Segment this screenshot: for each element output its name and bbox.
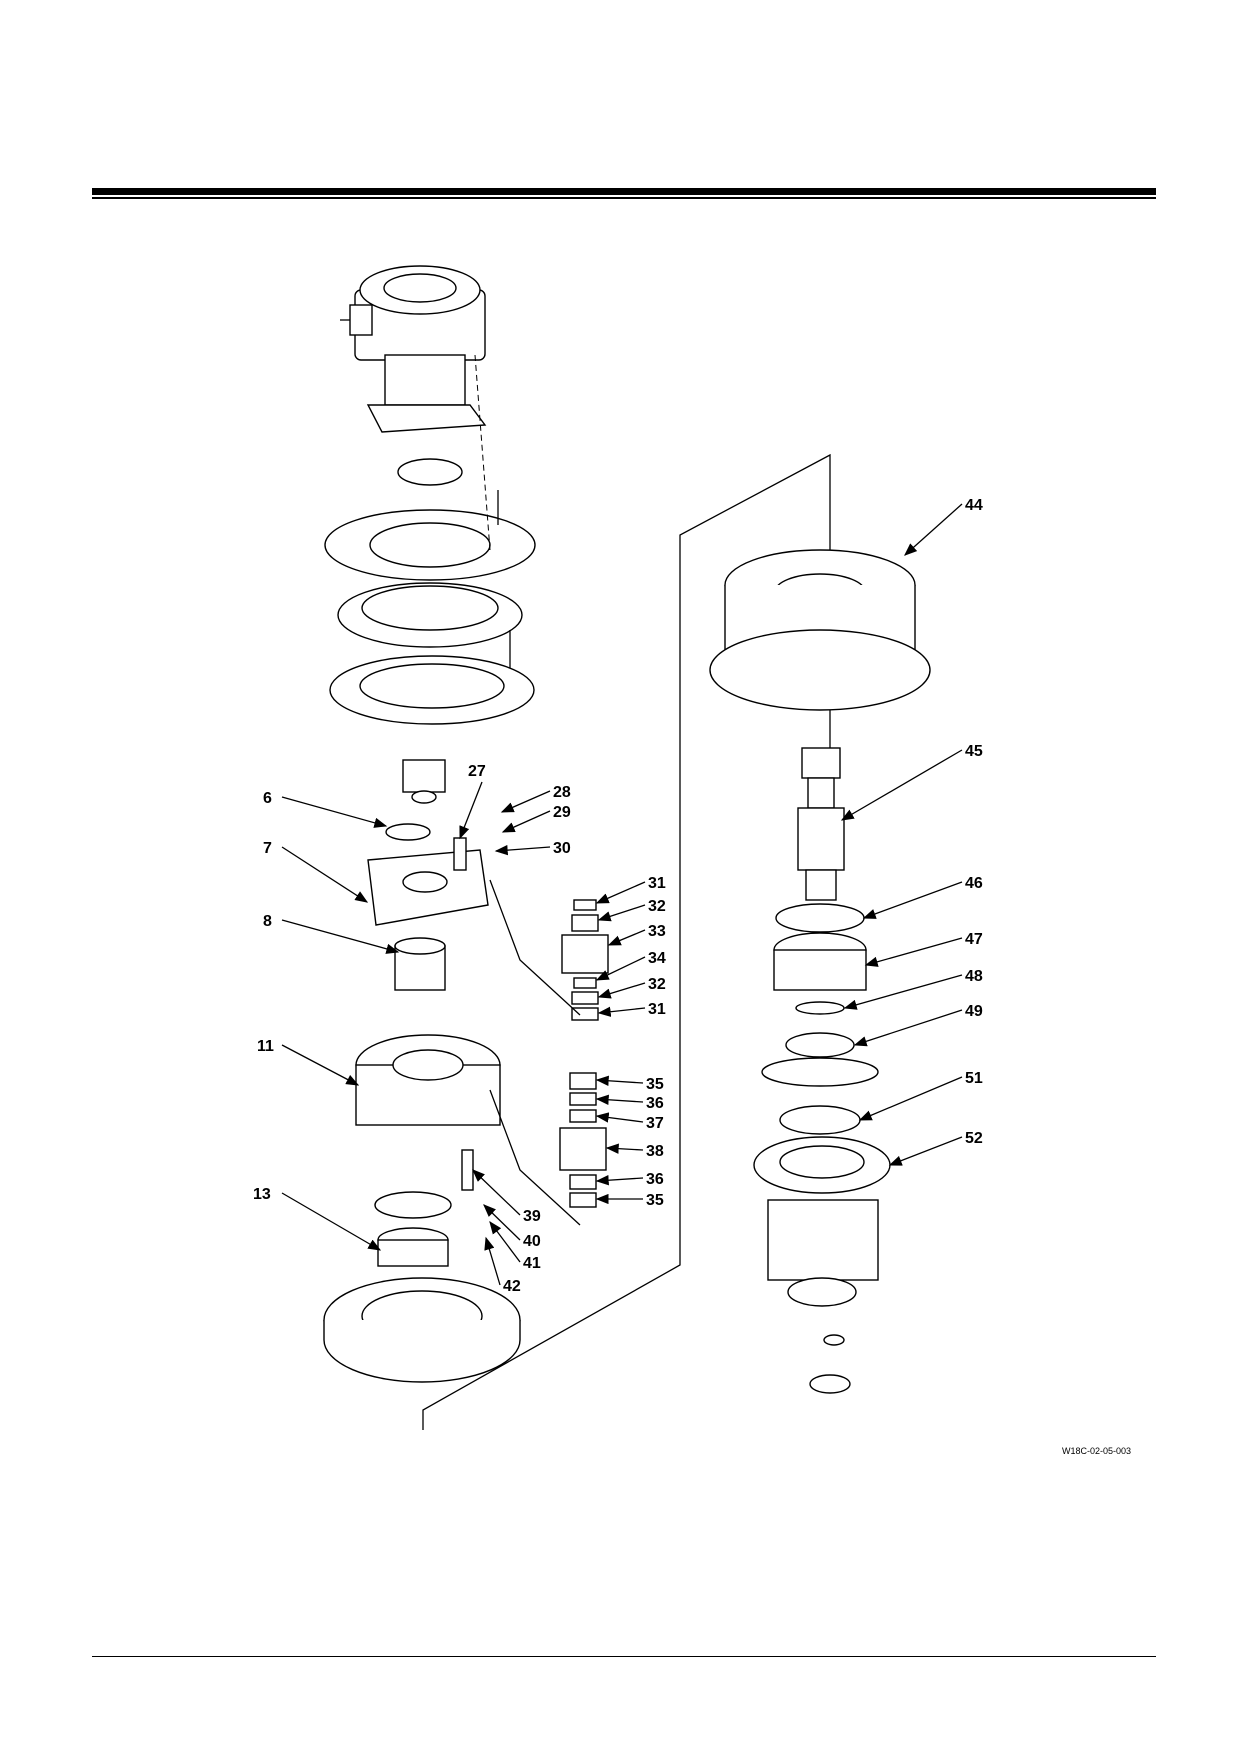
callout-34: 34 [648,950,666,967]
ring-gear-housing [323,1277,521,1383]
callout-49: 49 [965,1003,983,1020]
part-8-gear [394,937,446,991]
shim-disc [761,1057,879,1087]
callout-13: 13 [253,1186,271,1203]
footer-rule [92,1656,1156,1657]
callout-46: 46 [965,875,983,892]
part-11-carrier [355,1034,501,1126]
part-39-pin [461,1149,474,1191]
callout-32-bottom: 32 [648,976,666,993]
callout-6: 6 [263,790,272,807]
callout-7: 7 [263,840,272,857]
leader-lines [281,503,963,1286]
callout-35-bottom: 35 [646,1192,664,1209]
callout-52: 52 [965,1130,983,1147]
callout-35-top: 35 [646,1076,664,1093]
part-7-carrier [367,849,489,926]
callout-42: 42 [503,1278,521,1295]
callout-44: 44 [965,497,983,514]
part-27-pin [453,837,467,871]
sun-gear-first [402,759,446,804]
guide-line-lower [489,1089,581,1226]
callout-48: 48 [965,968,983,985]
callout-38: 38 [646,1143,664,1160]
callout-30: 30 [553,840,571,857]
part-51-seal [779,1105,861,1135]
part-46-seal [775,903,865,933]
header-rule-thick [92,188,1156,195]
callout-36-top: 36 [646,1095,664,1112]
part-47-bearing [773,932,867,991]
callout-32-top: 32 [648,898,666,915]
callout-40: 40 [523,1233,541,1250]
callout-41: 41 [523,1255,541,1272]
part-49-ring [785,1032,855,1058]
guide-line-upper [489,879,581,1016]
upper-housing [324,509,536,725]
planet-stack-lower [559,1072,607,1208]
callout-45: 45 [965,743,983,760]
callout-36-bottom: 36 [646,1171,664,1188]
planet-stack-upper [561,899,609,1021]
callout-31-bottom: 31 [648,1001,666,1018]
callout-29: 29 [553,804,571,821]
connection-bracket [422,453,831,1430]
callout-11: 11 [257,1038,274,1055]
callout-31-top: 31 [648,875,666,892]
snap-ring [374,1191,452,1219]
callout-27: 27 [468,763,486,780]
callout-labels: 6 7 8 11 13 27 28 29 30 31 32 33 34 32 3… [253,497,983,1295]
callout-39: 39 [523,1208,541,1225]
part-44-housing [709,549,931,711]
callout-28: 28 [553,784,571,801]
part-52-pinion [753,1136,891,1307]
part-48-spacer [795,1001,845,1015]
part-45-shaft [797,747,845,901]
callout-8: 8 [263,913,272,930]
washer [823,1334,845,1346]
swing-motor [340,265,487,433]
o-ring-top [397,458,463,486]
o-ring-bottom [809,1374,851,1394]
callout-47: 47 [965,931,983,948]
drawing-code: W18C-02-05-003 [1062,1446,1131,1456]
callout-51: 51 [965,1070,983,1087]
callout-37: 37 [646,1115,664,1132]
part-6-ring [385,823,431,841]
callout-33: 33 [648,923,666,940]
part-13-bearing [377,1227,449,1267]
header-rule-thin [92,197,1156,199]
